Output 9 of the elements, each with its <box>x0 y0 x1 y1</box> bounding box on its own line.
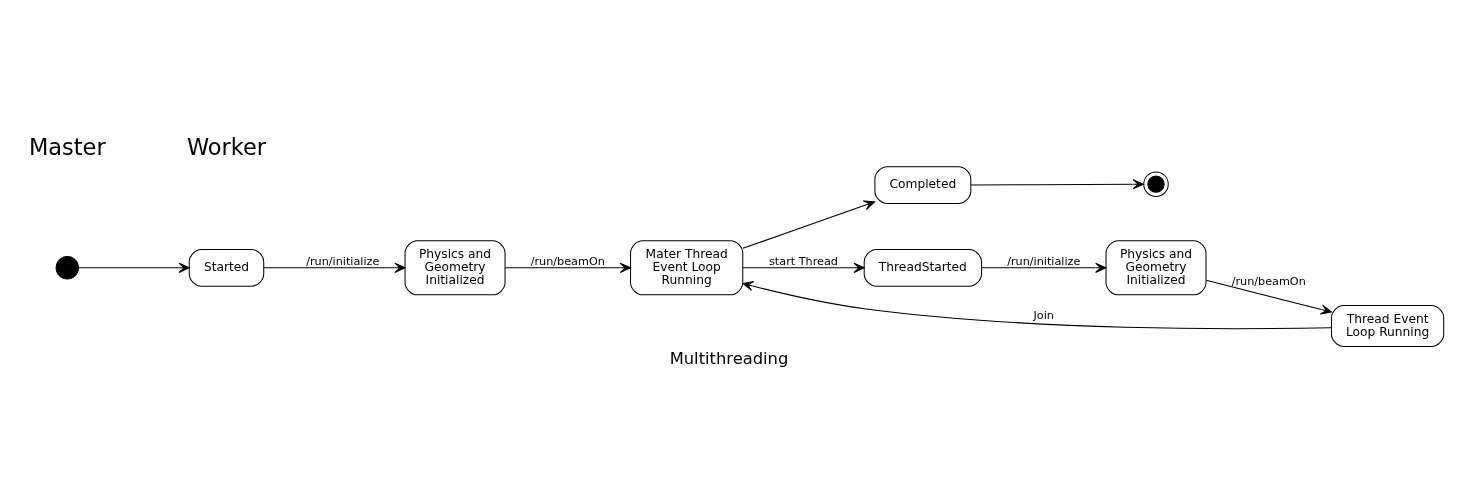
edge-label: Join <box>1033 308 1054 322</box>
label: Master <box>29 133 106 160</box>
edge-label: /run/beamOn <box>530 254 605 268</box>
edge-label: /run/initialize <box>306 254 380 268</box>
caption: Multithreading <box>669 348 789 368</box>
edge-label: /run/beamOn <box>1231 274 1306 288</box>
edge-label: /run/initialize <box>1007 254 1081 268</box>
label: Worker <box>186 133 267 160</box>
edge-label: start Thread <box>769 254 838 268</box>
